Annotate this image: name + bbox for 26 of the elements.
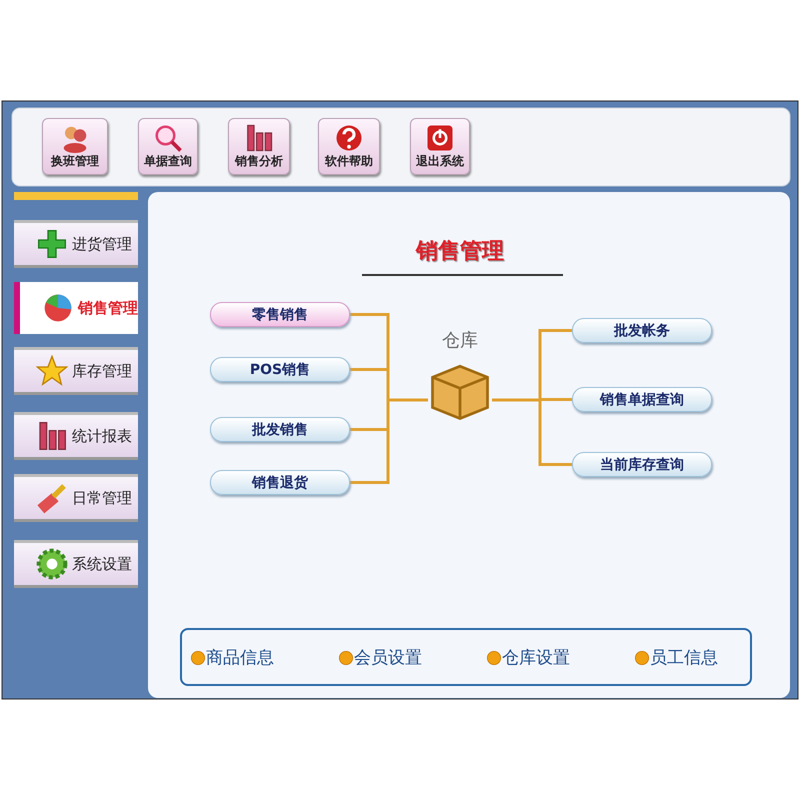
- link-text: 会员设置: [354, 647, 422, 669]
- menu-button: POS销售: [210, 357, 350, 382]
- page-title: 销售管理: [414, 238, 505, 266]
- sidebar-tab: 统计报表: [14, 412, 138, 460]
- sidebar-tab: 进货管理: [14, 220, 138, 268]
- link-text: 仓库设置: [502, 647, 570, 669]
- connector-line: [492, 398, 572, 466]
- toolbar-button: 退出系统: [410, 118, 470, 175]
- menu-button: 零售销售: [210, 302, 350, 327]
- menu-button: 批发销售: [210, 417, 350, 442]
- node-label: 仓库: [442, 329, 478, 352]
- toolbar-button: 换班管理: [42, 118, 108, 175]
- menu-button: 当前库存查询: [572, 452, 712, 477]
- menu-button: 销售单据查询: [572, 387, 712, 412]
- toolbar-button: 单据查询: [138, 118, 198, 175]
- menu-button: 批发帐务: [572, 318, 712, 343]
- sidebar-tab: 库存管理: [14, 347, 138, 395]
- link-panel: [180, 628, 752, 686]
- sidebar-tab: 系统设置: [14, 540, 138, 588]
- toolbar-button: 销售分析: [228, 118, 290, 175]
- link-text: 商品信息: [206, 647, 274, 669]
- link-text: 员工信息: [650, 647, 718, 669]
- toolbar-button: 软件帮助: [318, 118, 380, 175]
- sidebar-tab: 日常管理: [14, 474, 138, 522]
- menu-button: 销售退货: [210, 470, 350, 495]
- sidebar-tab: 销售管理: [14, 282, 138, 334]
